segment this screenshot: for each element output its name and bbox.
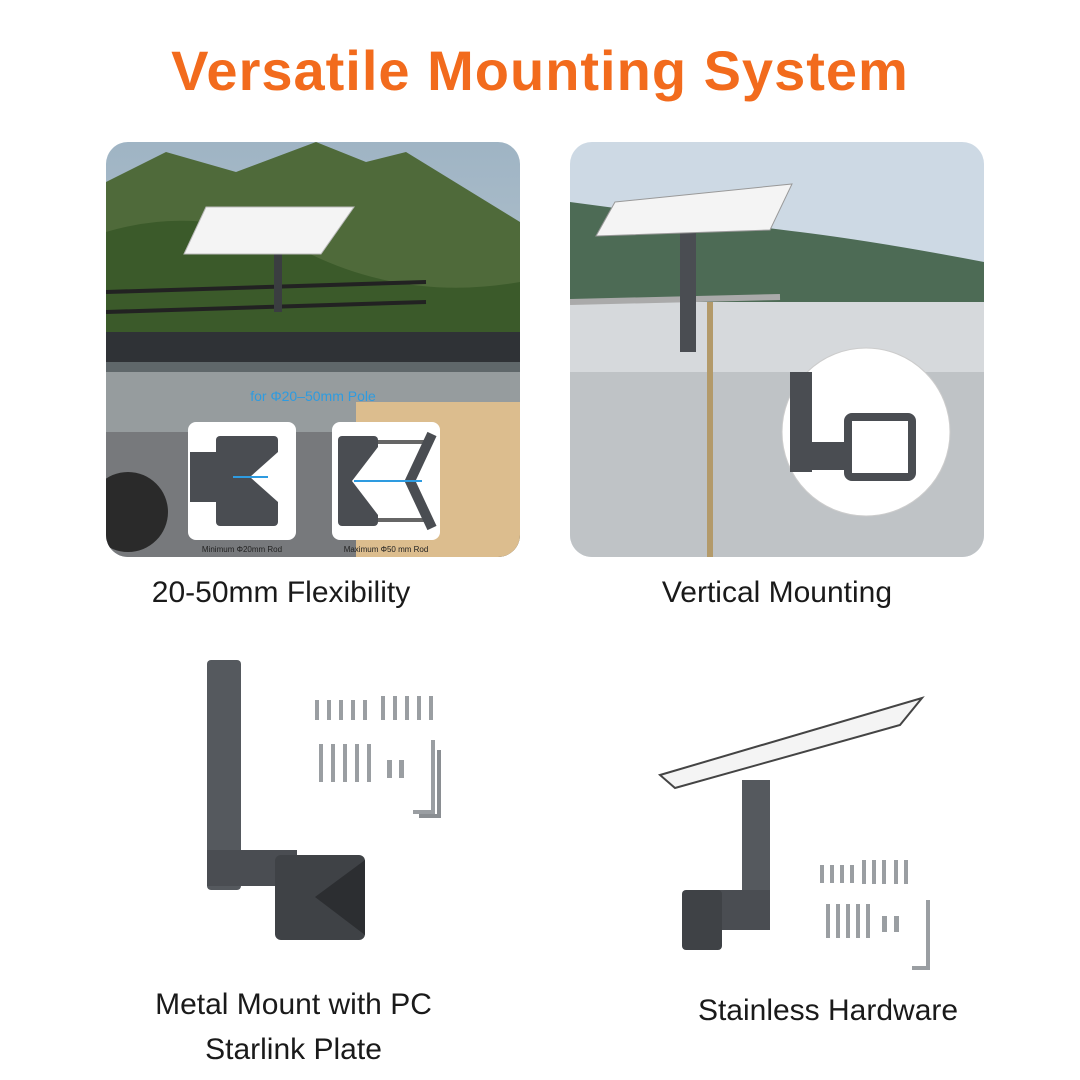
min-rod-label: Minimum Φ20mm Rod bbox=[201, 545, 283, 554]
flexibility-photo: for Φ20–50mm Pole Minimum Φ20mm Rod Maxi… bbox=[106, 142, 520, 557]
max-rod-inset bbox=[332, 422, 440, 540]
clamp-closed-icon bbox=[190, 436, 278, 526]
page-title: Versatile Mounting System bbox=[171, 39, 909, 102]
assembled-mount-product bbox=[657, 696, 930, 970]
caption-line-1: Metal Mount with PC bbox=[155, 988, 432, 1021]
boat-rail-mount-scene bbox=[570, 142, 984, 557]
feature-caption-vertical: Vertical Mounting bbox=[661, 576, 893, 609]
feature-caption-flexibility: 20-50mm Flexibility bbox=[151, 576, 411, 609]
pole-size-label: for Φ20–50mm Pole bbox=[250, 388, 376, 404]
metal-mount-product bbox=[207, 660, 441, 940]
feature-caption-metal-mount: Metal Mount with PC Starlink Plate bbox=[106, 982, 481, 1072]
clamp-open-icon bbox=[338, 431, 437, 531]
caption-line-2: Starlink Plate bbox=[205, 1033, 382, 1066]
vertical-mounting-photo bbox=[570, 142, 984, 557]
max-rod-label: Maximum Φ50 mm Rod bbox=[343, 545, 429, 554]
feature-caption-stainless: Stainless Hardware bbox=[697, 994, 959, 1027]
vehicle-roof-mount-scene bbox=[106, 142, 520, 557]
min-rod-inset bbox=[188, 422, 296, 540]
